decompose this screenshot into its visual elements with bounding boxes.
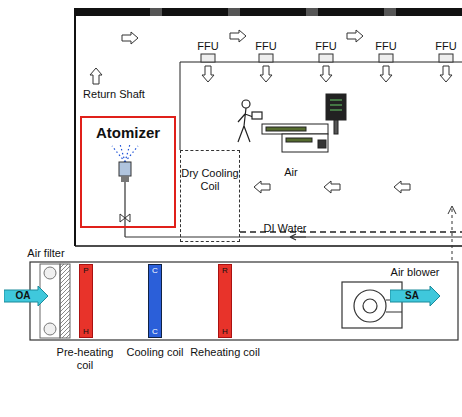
- equipment: [262, 94, 346, 152]
- roof: [75, 8, 462, 16]
- node-text: OA: [16, 290, 37, 302]
- oa-arrow: OA: [4, 286, 48, 306]
- dry-cooling-coil-box: Dry Cooling Coil: [180, 150, 240, 242]
- air-blower: [342, 282, 402, 328]
- wall: [74, 8, 76, 246]
- node-text: P: [83, 266, 88, 275]
- shaft-wall: [180, 62, 181, 150]
- area-label: Return Shaft: [78, 88, 150, 101]
- node-text: R: [222, 266, 228, 275]
- node-text: C: [152, 266, 158, 275]
- part-label: Cooling coil: [125, 346, 185, 359]
- ffu-label: FFU: [193, 40, 223, 53]
- cooling-coil: CC: [148, 264, 162, 338]
- preheating-coil: PH: [79, 264, 93, 338]
- air-filter: [40, 264, 70, 338]
- ffu-label: FFU: [311, 40, 341, 53]
- part-label: Pre-heating coil: [50, 346, 120, 371]
- sa-arrow: SA: [390, 286, 440, 306]
- part-label: Reheating coil: [190, 346, 260, 359]
- node-text: Dry Cooling Coil: [181, 167, 239, 192]
- node-text: Atomizer: [96, 124, 160, 141]
- node-text: H: [222, 327, 228, 336]
- node-text: SA: [405, 290, 425, 302]
- reheating-coil: RH: [218, 264, 232, 338]
- node-text: C: [152, 327, 158, 336]
- air-label: Air: [276, 166, 306, 179]
- floor: [75, 245, 462, 247]
- worker: [238, 100, 262, 142]
- ffu-label: FFU: [371, 40, 401, 53]
- ffu-label: FFU: [431, 40, 461, 53]
- pipe-label: DI Water: [250, 222, 320, 235]
- ahu-housing: [30, 262, 458, 340]
- atomizer-box: Atomizer: [80, 116, 176, 228]
- ffu-label: FFU: [251, 40, 281, 53]
- atomizer-device: [112, 144, 462, 240]
- part-label: Air filter: [16, 247, 76, 260]
- node-text: H: [83, 327, 89, 336]
- part-label: Air blower: [380, 266, 450, 279]
